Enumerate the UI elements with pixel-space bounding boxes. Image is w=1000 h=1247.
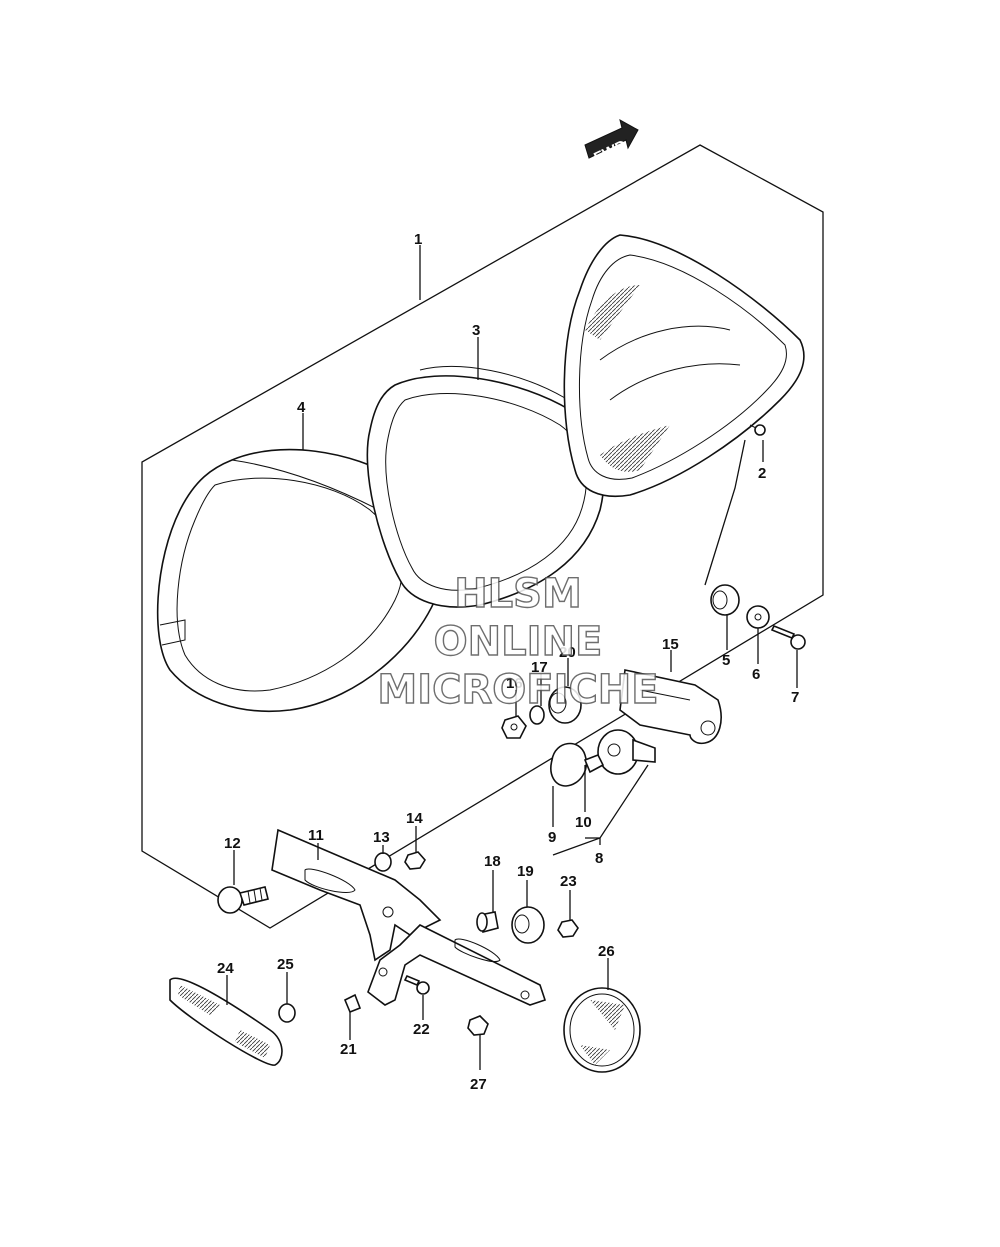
- callout-1: 1: [414, 231, 422, 248]
- callout-23: 23: [560, 873, 577, 890]
- forward-arrow-icon: FWD: [584, 119, 639, 167]
- callout-27: 27: [470, 1076, 487, 1093]
- callout-11: 11: [308, 827, 324, 844]
- gasket-part: [366, 365, 605, 608]
- callout-labels: 1 2 3 4 5 6 7 8 9 10 11 12 13 14 15 16 1…: [217, 231, 799, 1093]
- callout-13: 13: [373, 829, 390, 846]
- callout-22: 22: [413, 1021, 430, 1038]
- nut-part-23: [557, 919, 579, 938]
- callout-10: 10: [575, 814, 592, 831]
- callout-8: 8: [595, 850, 603, 867]
- socket-plate-part: [619, 669, 722, 745]
- screw-part-22: [403, 974, 430, 995]
- callout-6: 6: [752, 666, 760, 683]
- callout-3: 3: [472, 322, 480, 339]
- callout-2: 2: [758, 465, 766, 482]
- callout-21: 21: [340, 1041, 357, 1058]
- nut-part-27: [467, 1015, 489, 1036]
- callout-15: 15: [662, 636, 679, 653]
- callout-4: 4: [297, 399, 306, 416]
- grommet-part-19: [511, 906, 545, 944]
- watermark: HLSM ONLINE MICROFICHE: [377, 570, 660, 713]
- callout-26: 26: [598, 943, 615, 960]
- grommet-part-5: [710, 584, 740, 616]
- callout-20: 20: [559, 644, 576, 661]
- callout-5: 5: [722, 652, 730, 669]
- callout-14: 14: [406, 810, 423, 827]
- callout-25: 25: [277, 956, 294, 973]
- collar-part-18: [476, 911, 499, 933]
- housing-part: [563, 234, 805, 497]
- reflector-bracket-part: [367, 924, 547, 1006]
- callout-18: 18: [484, 853, 501, 870]
- washer-part-6: [746, 605, 770, 629]
- callout-9: 9: [548, 829, 556, 846]
- bulb-part-10: [583, 753, 605, 774]
- collar-part-17: [529, 705, 545, 725]
- callout-24: 24: [217, 960, 234, 977]
- watermark-line3: MICROFICHE: [377, 667, 658, 713]
- callout-12: 12: [224, 835, 241, 852]
- leader-line: [704, 439, 746, 586]
- callout-17: 17: [531, 659, 548, 676]
- leader-lines: [226, 245, 798, 1070]
- socket-harness-part-8: [597, 729, 656, 775]
- screw-part-7: [770, 624, 806, 650]
- washer-part-13: [374, 852, 392, 872]
- nut-part-14: [404, 851, 426, 870]
- round-reflector-part-26: [563, 987, 641, 1073]
- callout-7: 7: [791, 689, 799, 706]
- callout-16: 16: [506, 675, 523, 692]
- bolt-part-12: [217, 886, 269, 914]
- nut-part-16: [501, 715, 527, 739]
- screw-part-2: [749, 424, 766, 436]
- bulb-cap-part-9: [550, 742, 587, 787]
- callout-19: 19: [517, 863, 534, 880]
- assembly-boundary: [141, 144, 824, 929]
- nut-part-25: [278, 1003, 296, 1023]
- watermark-line1: HLSM: [454, 571, 582, 617]
- bracket-part-11: [271, 828, 442, 962]
- watermark-line2: ONLINE: [434, 619, 603, 665]
- pin-part-21: [343, 993, 362, 1014]
- grommet-part-20: [548, 686, 582, 724]
- side-reflector-part-24: [169, 977, 283, 1066]
